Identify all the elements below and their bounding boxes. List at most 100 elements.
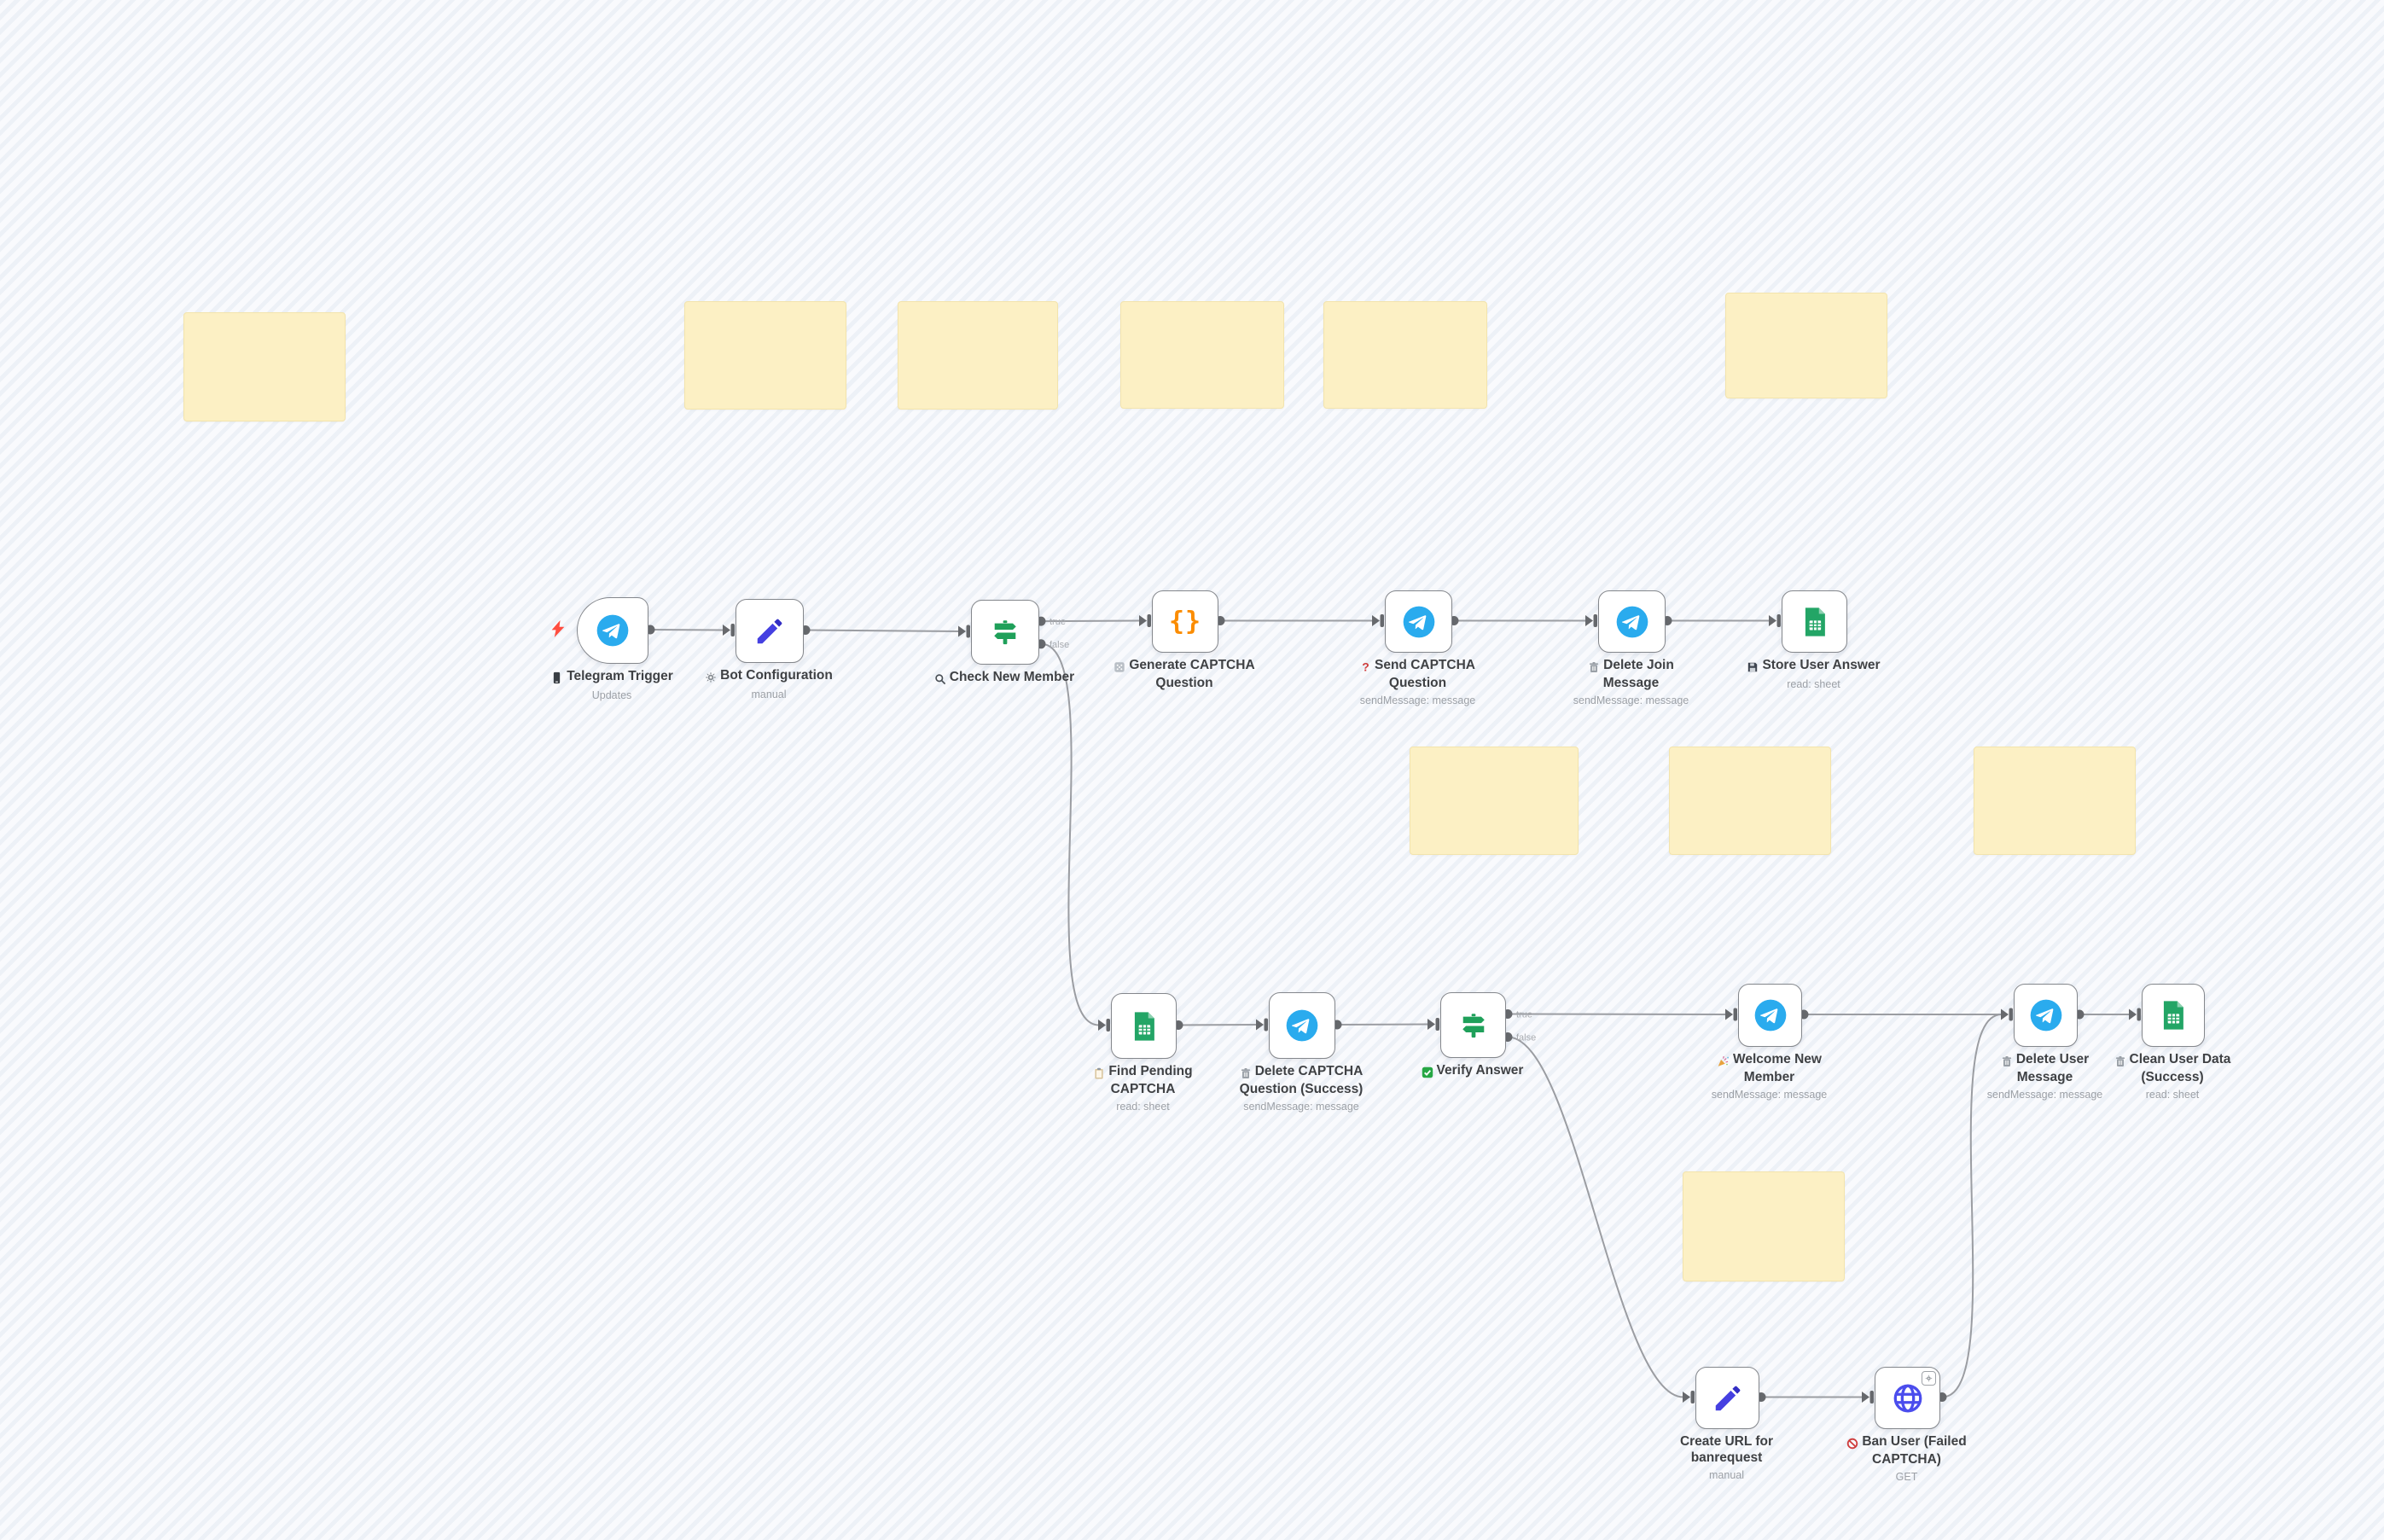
node-telegram-trigger[interactable] [577, 597, 648, 664]
node-label: Verify Answer [1436, 1063, 1524, 1078]
sticky-note[interactable] [1725, 293, 1887, 398]
node-label: Delete Join Message [1602, 658, 1674, 690]
connection-bot-configuration-to-check-new-member[interactable] [805, 629, 960, 632]
trash-emoji-icon [2001, 1054, 2013, 1070]
input-port-arrow[interactable] [1098, 1020, 1106, 1031]
node-create-url-for-banrequest[interactable] [1695, 1367, 1759, 1429]
node-label: Send CAPTCHA Question [1375, 658, 1475, 690]
node-subtitle: GET [1895, 1470, 1918, 1483]
telegram-icon [1285, 1008, 1319, 1043]
node-verify-answer[interactable] [1440, 992, 1506, 1058]
input-port-arrow[interactable] [1769, 615, 1776, 626]
output-port-label: false [1516, 1033, 1536, 1043]
check-emoji-icon [1422, 1065, 1433, 1081]
node-label: Delete CAPTCHA Question (Success) [1239, 1064, 1364, 1096]
input-port-arrow[interactable] [1372, 615, 1380, 626]
gear-emoji-icon [705, 670, 717, 686]
input-port-arrow[interactable] [723, 625, 730, 636]
node-check-new-member[interactable] [971, 600, 1039, 665]
input-port[interactable] [1733, 1008, 1738, 1021]
input-port[interactable] [1147, 614, 1152, 627]
input-port[interactable] [1380, 614, 1385, 627]
input-port[interactable] [1690, 1391, 1695, 1403]
node-delete-captcha-question-success[interactable] [1269, 992, 1335, 1059]
output-port-label: false [1050, 640, 1069, 650]
sticky-note[interactable] [684, 301, 846, 410]
node-label: Check New Member [949, 670, 1075, 684]
pencil-icon [1712, 1382, 1744, 1415]
node-generate-captcha-question[interactable]: {} [1152, 590, 1218, 653]
node-label: Create URL for banrequest [1679, 1434, 1774, 1465]
connection-telegram-trigger-to-bot-configuration[interactable] [649, 629, 724, 631]
input-port-arrow[interactable] [1862, 1392, 1869, 1403]
node-clean-user-data-success[interactable] [2142, 984, 2205, 1047]
node-subtitle: Updates [591, 689, 632, 701]
if-icon [1459, 1011, 1488, 1040]
input-port-arrow[interactable] [1427, 1019, 1435, 1030]
input-port[interactable] [2137, 1008, 2142, 1021]
input-port[interactable] [1106, 1019, 1111, 1032]
sticky-note[interactable] [1683, 1171, 1845, 1281]
input-port-arrow[interactable] [1139, 615, 1147, 626]
input-port-arrow[interactable] [958, 625, 966, 637]
sheets-icon [1128, 1010, 1160, 1043]
input-port[interactable] [1776, 614, 1782, 627]
connection-verify-answer-to-welcome-new-member[interactable] [1507, 1013, 1727, 1015]
node-welcome-new-member[interactable] [1738, 984, 1802, 1047]
clipboard-emoji-icon [1093, 1066, 1105, 1082]
node-ban-user-failed-captcha[interactable] [1875, 1367, 1940, 1429]
if-icon [991, 618, 1020, 647]
sticky-note[interactable] [1974, 747, 2136, 855]
node-label: Bot Configuration [720, 668, 833, 683]
node-label-block: Delete CAPTCHA Question (Success)sendMes… [1230, 1064, 1373, 1113]
node-delete-user-message[interactable] [2014, 984, 2078, 1047]
node-subtitle: read: sheet [2145, 1088, 2200, 1101]
node-store-user-answer[interactable] [1782, 590, 1847, 653]
input-port[interactable] [2009, 1008, 2014, 1021]
die-emoji-icon [1114, 660, 1125, 676]
connection-check-new-member-to-find-pending-captcha[interactable] [1040, 642, 1100, 1026]
input-port-arrow[interactable] [2001, 1008, 2009, 1020]
input-port-arrow[interactable] [1256, 1019, 1264, 1031]
node-label: Ban User (Failed CAPTCHA) [1862, 1434, 1967, 1467]
input-port[interactable] [730, 624, 736, 636]
input-port-arrow[interactable] [1725, 1008, 1733, 1020]
input-port[interactable] [1593, 614, 1598, 627]
globe-icon [1892, 1382, 1924, 1415]
sticky-note[interactable] [1410, 747, 1579, 855]
node-subtitle: read: sheet [1787, 677, 1840, 690]
sticky-note[interactable] [1323, 301, 1487, 409]
telegram-icon [1402, 605, 1436, 639]
telegram-icon [596, 613, 630, 648]
node-find-pending-captcha[interactable] [1111, 993, 1177, 1059]
connection-check-new-member-to-generate-captcha-question[interactable] [1040, 619, 1141, 623]
sticky-note[interactable] [1669, 747, 1831, 855]
input-port[interactable] [1435, 1018, 1440, 1031]
input-port-arrow[interactable] [2129, 1008, 2137, 1020]
connection-verify-answer-to-create-url-for-banrequest[interactable] [1507, 1036, 1684, 1398]
input-port[interactable] [966, 625, 971, 638]
node-label: Generate CAPTCHA Question [1129, 658, 1255, 690]
sticky-note[interactable] [898, 301, 1058, 410]
input-port[interactable] [1264, 1018, 1269, 1032]
node-bot-configuration[interactable] [736, 599, 804, 663]
sticky-note[interactable] [1120, 301, 1284, 409]
telegram-icon [1753, 998, 1788, 1032]
magnifier-emoji-icon [934, 671, 946, 688]
party-emoji-icon [1717, 1054, 1730, 1070]
connection-delete-captcha-question-success-to-verify-answer[interactable] [1336, 1023, 1429, 1026]
input-port-arrow[interactable] [1683, 1392, 1690, 1403]
node-delete-join-message[interactable] [1598, 590, 1666, 653]
svg-text:?: ? [1362, 660, 1369, 673]
node-subtitle: sendMessage: message [1359, 694, 1476, 706]
input-port-arrow[interactable] [1585, 615, 1593, 626]
sticky-note[interactable] [183, 312, 346, 421]
connection-find-pending-captcha-to-delete-captcha-question-success[interactable] [1177, 1024, 1258, 1026]
node-label: Find Pending CAPTCHA [1108, 1064, 1193, 1096]
node-send-captcha-question[interactable] [1385, 590, 1452, 653]
input-port[interactable] [1869, 1391, 1875, 1403]
